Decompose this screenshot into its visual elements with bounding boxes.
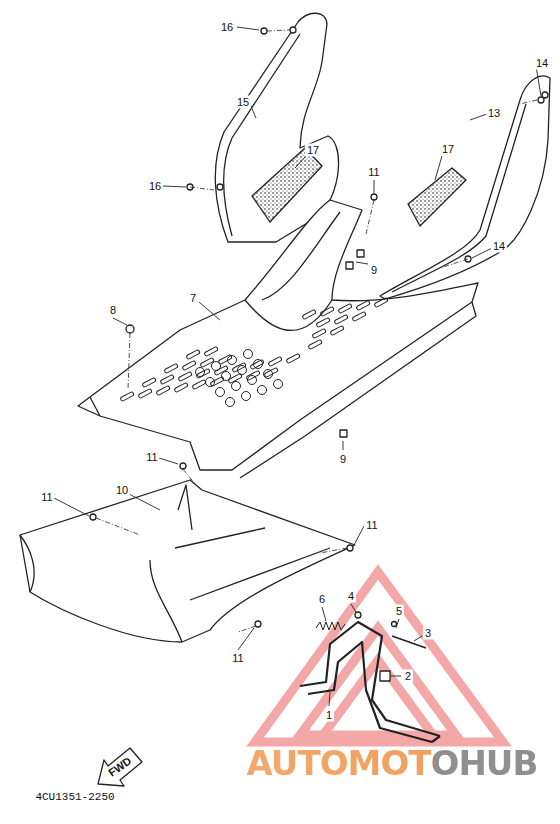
callout-number: 11: [366, 166, 381, 179]
callout-number: 11: [144, 451, 159, 464]
callout-number: 11: [39, 491, 54, 504]
watermark-logo: [255, 572, 503, 742]
callout-number: 3: [423, 627, 433, 640]
callout-number: 17: [305, 144, 321, 157]
callout-number: 15: [235, 96, 251, 109]
callout-number: 14: [534, 57, 550, 70]
callout-number: 7: [188, 292, 198, 305]
callout-number: 9: [338, 453, 348, 466]
pad-right: [408, 168, 466, 226]
fwd-arrow: [98, 748, 142, 786]
side-cover-left: [215, 13, 338, 242]
callout-number: 1: [324, 709, 334, 722]
callout-number: 13: [486, 107, 502, 120]
pad-left: [252, 148, 322, 222]
callout-number: 2: [403, 670, 413, 683]
callout-number: 9: [369, 264, 379, 277]
center-stand: [300, 622, 440, 742]
callout-number: 16: [147, 180, 163, 193]
watermark: AUTOMOTOHUB: [247, 746, 538, 780]
side-cover-right: [380, 76, 550, 299]
callout-number: 16: [219, 21, 235, 34]
callout-number: 17: [440, 143, 456, 156]
callout-number: 11: [230, 652, 245, 665]
callout-number: 6: [317, 593, 327, 606]
callout-number: 4: [346, 590, 356, 603]
part-code: 4CU1351-2250: [35, 792, 114, 803]
footboard: [78, 200, 478, 470]
callout-number: 8: [108, 304, 118, 317]
spring: [316, 622, 345, 630]
callout-number: 11: [364, 519, 379, 532]
under-cover: [20, 480, 355, 642]
callout-number: 10: [114, 484, 130, 497]
callout-number: 5: [394, 605, 404, 618]
callout-number: 14: [491, 240, 507, 253]
